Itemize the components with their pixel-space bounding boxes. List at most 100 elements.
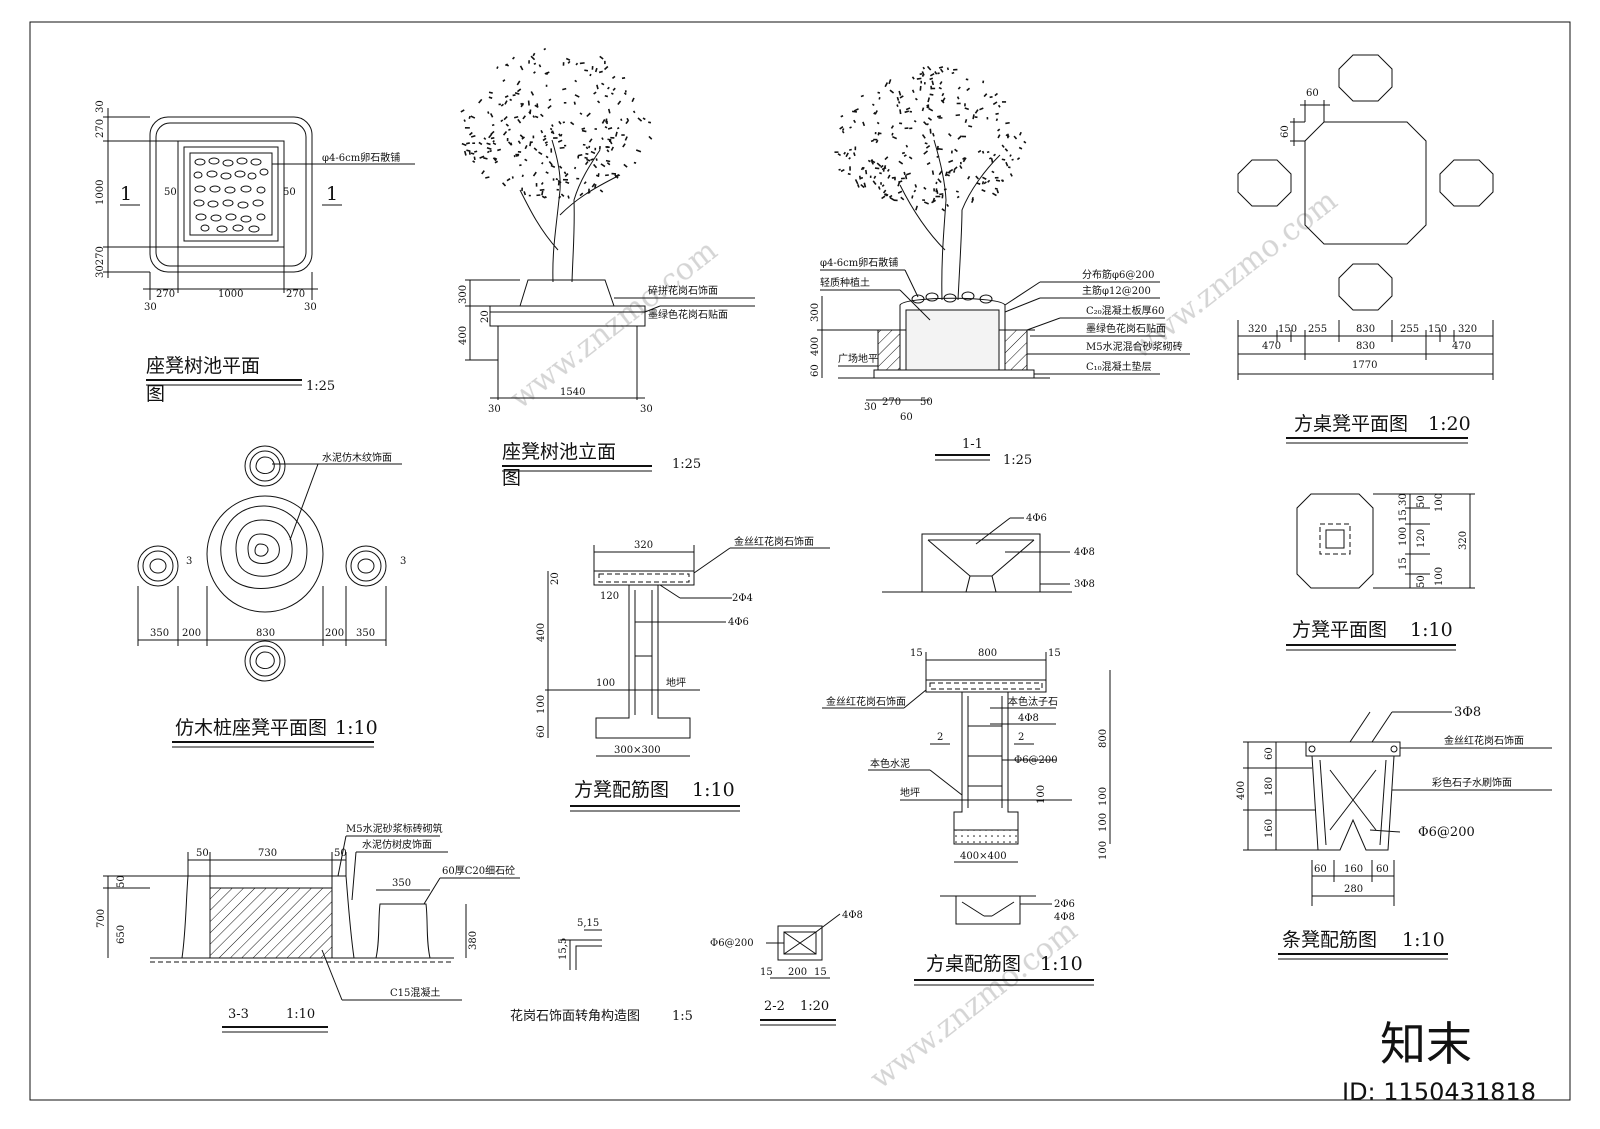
leaf-mark xyxy=(932,132,935,137)
leaf-mark xyxy=(514,92,520,95)
natural-cement-label: 本色水泥 xyxy=(870,757,910,770)
leaf-mark xyxy=(975,175,980,180)
dim-270: 270 xyxy=(95,119,106,138)
dim-30-b1: 30 xyxy=(144,302,157,313)
leaf-mark xyxy=(925,145,931,149)
gold-granite-c: 金丝红花岗石饰面 xyxy=(1444,734,1524,747)
dim-700: 700 xyxy=(96,909,107,928)
dim-270-s: 270 xyxy=(882,397,901,408)
leaf-mark xyxy=(863,182,867,188)
leaf-mark xyxy=(897,190,903,194)
leaf-mark xyxy=(478,141,483,146)
leaf-mark xyxy=(478,98,483,104)
leaf-mark xyxy=(913,119,917,123)
leaf-mark xyxy=(558,195,562,199)
leaf-mark xyxy=(575,62,579,66)
leaf-mark xyxy=(997,104,1001,108)
dim-60-lb: 60 xyxy=(1264,747,1275,760)
leaf-mark xyxy=(954,148,958,153)
leaf-mark xyxy=(593,91,597,95)
leaf-mark xyxy=(926,161,931,166)
leaf-mark xyxy=(946,203,950,207)
leaf-mark xyxy=(981,150,985,154)
leaf-mark xyxy=(997,128,1001,132)
leaf-mark xyxy=(605,159,611,163)
leaf-mark xyxy=(841,130,845,134)
leaf-mark xyxy=(875,139,879,144)
dim-320-2: 320 xyxy=(1458,324,1477,335)
leaf-mark xyxy=(594,67,598,73)
leaf-mark xyxy=(596,84,599,90)
leaf-mark xyxy=(504,95,509,98)
leaf-mark xyxy=(934,71,938,75)
rebar-4phi8d: 4Φ8 xyxy=(842,910,863,921)
scale-wood-stump: 1:10 xyxy=(335,717,378,739)
leaf-mark xyxy=(579,192,584,197)
leaf-mark xyxy=(926,122,930,126)
leaf-mark xyxy=(955,114,961,117)
leaf-mark xyxy=(860,183,865,189)
leaf-mark xyxy=(605,118,608,123)
leaf-mark xyxy=(485,176,490,179)
leaf-mark xyxy=(483,157,488,160)
dim-50-33a: 50 xyxy=(196,848,209,859)
dim-160-lb: 160 xyxy=(1264,819,1275,838)
leaf-mark xyxy=(468,131,473,136)
leaf-mark xyxy=(520,102,524,108)
dim-50-33v: 50 xyxy=(116,875,127,888)
title-stool-plan: 方凳平面图 xyxy=(1292,619,1387,641)
leaf-mark xyxy=(904,175,908,180)
leaf-mark xyxy=(573,101,576,105)
leaf-mark xyxy=(593,163,598,169)
wood-stump-plan: 水泥仿木纹饰面 3 3 350 200 830 200 350 仿木桩座凳平面图… xyxy=(137,445,406,748)
leaf-mark xyxy=(631,97,635,103)
green-granite-label: 墨绿色花岗石贴面 xyxy=(648,308,728,321)
leaf-mark xyxy=(964,119,968,123)
leaf-mark xyxy=(544,71,550,75)
leaf-mark xyxy=(635,149,642,153)
leaf-mark xyxy=(921,74,924,77)
leaf-mark xyxy=(935,188,938,193)
size-400: 400×400 xyxy=(960,851,1007,862)
leaf-mark xyxy=(521,136,526,140)
leaf-mark xyxy=(887,168,890,172)
leaf-mark xyxy=(941,208,946,212)
leaf-mark xyxy=(905,107,911,111)
scale-table-plan: 1:20 xyxy=(1428,413,1471,435)
leaf-mark xyxy=(874,167,880,170)
leaf-mark xyxy=(603,65,609,71)
leaf-mark xyxy=(600,163,606,168)
leaf-mark xyxy=(941,97,946,103)
leaf-mark xyxy=(574,79,578,83)
leaf-mark xyxy=(929,93,934,96)
leaf-mark xyxy=(928,107,934,112)
scale-table-rebar: 1:10 xyxy=(1040,953,1083,975)
leaf-mark xyxy=(982,176,987,180)
watermark-id: ID: 1150431818 xyxy=(1342,1078,1536,1106)
leaf-mark xyxy=(551,124,554,127)
dim-470-1: 470 xyxy=(1262,341,1281,352)
dim-320-sp: 320 xyxy=(1458,531,1469,550)
leaf-mark xyxy=(584,69,589,72)
dim-180-lb: 180 xyxy=(1264,777,1275,796)
stump-center xyxy=(206,495,324,613)
c15-label: C15混凝土 xyxy=(390,986,440,999)
section-2-2: 4Φ8 Φ6@200 15 200 15 2-2 1:20 xyxy=(710,910,863,1026)
leaf-mark xyxy=(994,92,998,97)
leaf-mark xyxy=(466,142,470,145)
dim-120-sp: 120 xyxy=(1416,529,1427,548)
dim-350-33: 350 xyxy=(392,878,411,889)
leaf-mark xyxy=(521,174,524,178)
dim-320-1: 320 xyxy=(1248,324,1267,335)
leaf-mark xyxy=(489,149,492,153)
dim-730: 730 xyxy=(258,848,277,859)
color-terrazzo-label: 彩色石子水刷饰面 xyxy=(1432,776,1512,789)
leaf-mark xyxy=(870,159,876,164)
leaf-mark xyxy=(1001,158,1006,161)
leaf-mark xyxy=(891,176,896,179)
leaf-mark xyxy=(919,72,923,76)
leaf-mark xyxy=(898,90,902,96)
pebble-fill xyxy=(193,157,269,233)
stump-top xyxy=(244,445,286,487)
granite-corner: 5,15 15,5 花岗石饰面转角构造图 1:5 xyxy=(510,918,693,1024)
